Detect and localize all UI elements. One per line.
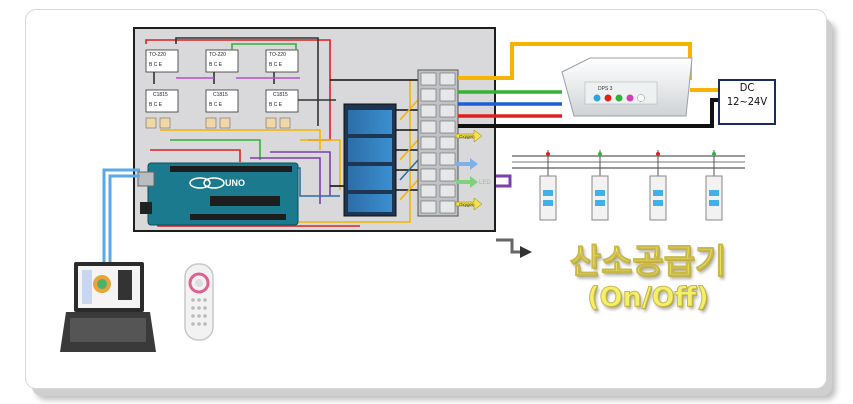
svg-text:B C E: B C E — [209, 62, 223, 68]
svg-text:TO-220: TO-220 — [209, 52, 226, 58]
dc-power-box: DC 12~24V — [718, 79, 776, 125]
board-wires — [145, 37, 420, 227]
svg-text:TO-220: TO-220 — [149, 52, 166, 58]
svg-text:C1815: C1815 — [273, 92, 288, 98]
terminal-block — [417, 69, 459, 217]
controller-wires — [458, 42, 718, 258]
relay-module — [343, 103, 397, 217]
oxygen-supply-subtitle: (On/Off) — [587, 282, 710, 314]
arduino-logo-text: UNO — [225, 178, 245, 188]
led-bus-lines — [512, 155, 745, 169]
svg-text:B C E: B C E — [149, 102, 163, 108]
svg-text:DPS 3: DPS 3 — [598, 86, 613, 92]
laptop-icon — [60, 262, 156, 352]
board-arrows: Oxygen Oxygen LED — [455, 129, 491, 211]
svg-text:C1815: C1815 — [153, 92, 168, 98]
dc-voltage: 12~24V — [726, 95, 768, 108]
svg-text:TO-220: TO-220 — [269, 52, 286, 58]
svg-text:Oxygen: Oxygen — [459, 134, 475, 139]
arduino-board: UNO — [137, 162, 299, 226]
transistor-modules: TO-220 TO-220 TO-220 B C E B C E B C E C… — [145, 49, 299, 129]
led-controller: DPS 3 — [561, 57, 693, 117]
svg-text:B C E: B C E — [209, 102, 223, 108]
remote-control-icon — [184, 263, 214, 341]
svg-text:B C E: B C E — [269, 102, 283, 108]
svg-text:B C E: B C E — [149, 62, 163, 68]
dc-label: DC — [739, 81, 755, 94]
svg-text:LED: LED — [479, 180, 491, 186]
oxygen-supply-title: 산소공급기 — [569, 242, 727, 283]
svg-text:C1815: C1815 — [213, 92, 228, 98]
led-modules — [539, 150, 723, 221]
svg-text:Oxygen: Oxygen — [459, 202, 475, 207]
usb-cable — [102, 168, 140, 262]
svg-text:B C E: B C E — [269, 62, 283, 68]
